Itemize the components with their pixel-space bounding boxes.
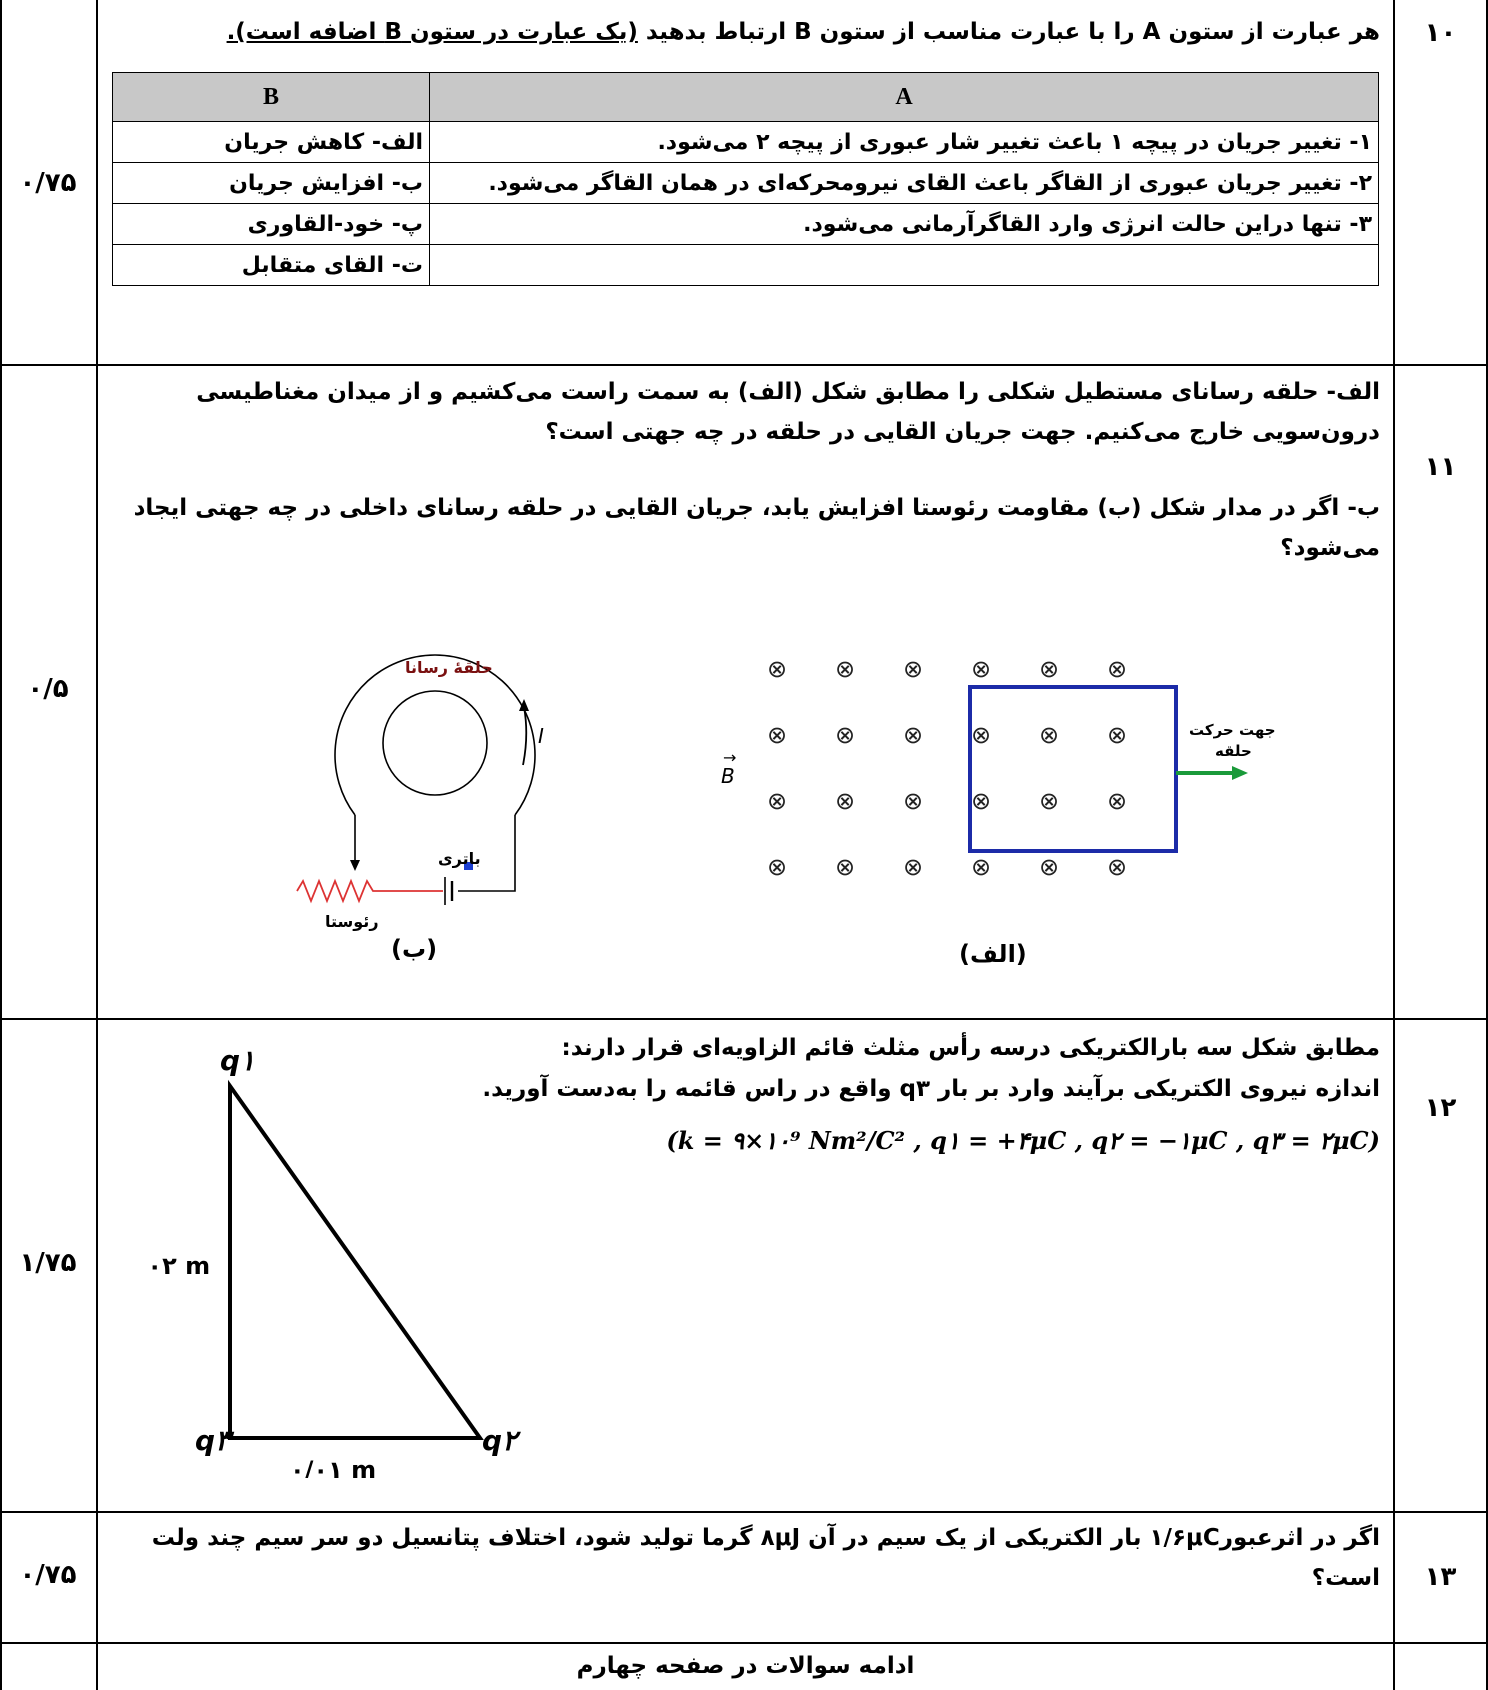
right-triangle: [228, 1079, 484, 1440]
field-into-page-icon: ⊗: [1039, 721, 1059, 749]
column-b-cell: ب- افزایش جریان: [112, 162, 430, 204]
field-into-page-icon: ⊗: [1107, 655, 1127, 683]
column-b-cell: پ- خود-القاوری: [112, 203, 430, 245]
question-number: ۱۰: [1424, 18, 1457, 48]
field-into-page-icon: ⊗: [971, 655, 991, 683]
ring-label: حلقهٔ رسانا: [405, 658, 493, 677]
column-a-header: A: [429, 72, 1379, 122]
q12-constants: (k = ۹×۱۰⁹ Nm²/C² , q۱ = +۴μC , q۲ = −۱μ…: [666, 1126, 1380, 1155]
border-left: [0, 0, 2, 1690]
border-number-column: [1393, 0, 1395, 1690]
field-into-page-icon: ⊗: [835, 655, 855, 683]
row-divider: [0, 364, 1488, 366]
field-into-page-icon: ⊗: [1107, 853, 1127, 881]
field-into-page-icon: ⊗: [767, 655, 787, 683]
question-score: ۰/۵: [27, 674, 69, 704]
row-divider: [0, 1511, 1488, 1513]
field-into-page-icon: ⊗: [767, 787, 787, 815]
q12-line1: مطابق شکل سه بارالکتریکی درسه رأس مثلث ق…: [561, 1035, 1381, 1061]
q13-text: اگر در اثرعبور۱/۶μC بار الکتریکی از یک س…: [151, 1525, 1380, 1592]
field-label: B: [721, 764, 735, 788]
horizontal-side-label: ۰/۰۱ m: [290, 1456, 376, 1478]
field-into-page-icon: ⊗: [903, 853, 923, 881]
motion-label-line1: جهت حرکت: [1189, 721, 1276, 739]
question-number: ۱۱: [1424, 452, 1457, 482]
table-row: ۲- تغییر جریان عبوری از القاگر باعث القا…: [112, 162, 1379, 204]
field-into-page-icon: ⊗: [835, 853, 855, 881]
triangle-figure: q۱ q۳ q۲ ۰/۰۲ m ۰/۰۱ m: [150, 1044, 521, 1478]
column-b-cell: ت- القای متقابل: [112, 244, 430, 286]
field-into-page-icon: ⊗: [971, 721, 991, 749]
conducting-loop: [968, 685, 1178, 853]
q2-label: q۲: [482, 1424, 521, 1457]
border-score-column: [96, 0, 98, 1690]
arrow-head: [350, 860, 360, 871]
q1-label: q۱: [220, 1044, 255, 1077]
field-into-page-icon: ⊗: [903, 655, 923, 683]
column-a-cell: ۱- تغییر جریان در پیچه ۱ باعث تغییر شار …: [429, 121, 1379, 163]
q3-label: q۳: [195, 1424, 235, 1457]
current-arrow-head: [519, 699, 529, 711]
footer-continue-note: ادامه سوالات در صفحه چهارم: [576, 1653, 915, 1679]
figure-b-ring-circuit: حلقهٔ رسانا I باتری رئوستا (ب): [296, 654, 544, 963]
field-into-page-icon: ⊗: [971, 853, 991, 881]
vertical-side-label: ۰/۰۲ m: [150, 1252, 210, 1280]
q11-part-a: الف- حلقه رسانای مستطیل شکلی را مطابق شک…: [196, 379, 1380, 446]
inner-ring: [382, 690, 488, 796]
q12-line2: اندازه نیروی الکتریکی برآیند وارد بر بار…: [482, 1076, 1380, 1102]
motion-label-line2: حلقه: [1215, 742, 1252, 760]
rheostat-zigzag: [296, 878, 443, 904]
row-divider: [0, 1642, 1488, 1644]
table-row: ۱- تغییر جریان در پیچه ۱ باعث تغییر شار …: [112, 121, 1379, 163]
q10-instruction-note: (یک عبارت در ستون B اضافه است).: [226, 19, 638, 45]
rheostat-label: رئوستا: [325, 912, 379, 931]
column-a-cell: ۲- تغییر جریان عبوری از القاگر باعث القا…: [429, 162, 1379, 204]
field-into-page-icon: ⊗: [835, 787, 855, 815]
figure-a-magnetic-field: ⊗ ⊗ ⊗ ⊗ ⊗ ⊗ ⊗ ⊗ ⊗ ⊗ ⊗ ⊗ ⊗ ⊗ ⊗ ⊗ ⊗ ⊗ ⊗ ⊗ ⊗ ⊗ ⊗ ⊗ جهت حرکت حلقه B…: [721, 655, 1276, 968]
q10-instruction-main: هر عبارت از ستون A را با عبارت مناسب از …: [645, 19, 1380, 45]
current-arrow: [522, 706, 528, 766]
outer-ring-wire: [334, 654, 536, 816]
table-row: ۳- تنها دراین حالت انرژی وارد القاگرآرما…: [112, 203, 1379, 245]
wire-right: [458, 815, 516, 892]
column-a-cell: ۳- تنها دراین حالت انرژی وارد القاگرآرما…: [429, 203, 1379, 245]
field-into-page-icon: ⊗: [1039, 787, 1059, 815]
field-into-page-icon: ⊗: [1039, 853, 1059, 881]
field-into-page-icon: ⊗: [903, 721, 923, 749]
question-score: ۰/۷۵: [19, 1560, 77, 1590]
row-divider: [0, 1018, 1488, 1020]
border-right: [1486, 0, 1488, 1690]
question-score: ۱/۷۵: [19, 1248, 77, 1278]
motion-arrow-head: [1232, 766, 1248, 780]
matching-table: A B ۱- تغییر جریان در پیچه ۱ باعث تغییر …: [112, 72, 1379, 286]
field-into-page-icon: ⊗: [835, 721, 855, 749]
field-into-page-icon: ⊗: [1107, 721, 1127, 749]
column-b-cell: الف- کاهش جریان: [112, 121, 430, 163]
q11-part-b: ب- اگر در مدار شکل (ب) مقاومت رئوستا افز…: [133, 495, 1380, 562]
battery-label: باتری: [438, 849, 481, 868]
field-into-page-icon: ⊗: [767, 853, 787, 881]
q10-instruction: هر عبارت از ستون A را با عبارت مناسب از …: [110, 14, 1380, 51]
figure-a-caption: (الف): [959, 940, 1027, 968]
figure-b-caption: (ب): [391, 935, 437, 963]
field-grid: ⊗ ⊗ ⊗ ⊗ ⊗ ⊗ ⊗ ⊗ ⊗ ⊗ ⊗ ⊗ ⊗ ⊗ ⊗ ⊗ ⊗ ⊗ ⊗ ⊗ ⊗ ⊗ ⊗ ⊗: [767, 655, 1127, 881]
question-number: ۱۳: [1424, 1562, 1457, 1592]
column-a-cell: [429, 244, 1379, 286]
field-into-page-icon: ⊗: [903, 787, 923, 815]
table-row: ت- القای متقابل: [112, 244, 1379, 286]
question-number: ۱۲: [1424, 1093, 1457, 1123]
field-into-page-icon: ⊗: [971, 787, 991, 815]
column-b-header: B: [112, 72, 430, 122]
question-score: ۰/۷۵: [19, 168, 77, 198]
vector-arrow-icon: →: [723, 748, 736, 767]
field-into-page-icon: ⊗: [767, 721, 787, 749]
battery-icon: [464, 862, 473, 870]
current-label: I: [538, 724, 544, 748]
field-into-page-icon: ⊗: [1039, 655, 1059, 683]
field-into-page-icon: ⊗: [1107, 787, 1127, 815]
